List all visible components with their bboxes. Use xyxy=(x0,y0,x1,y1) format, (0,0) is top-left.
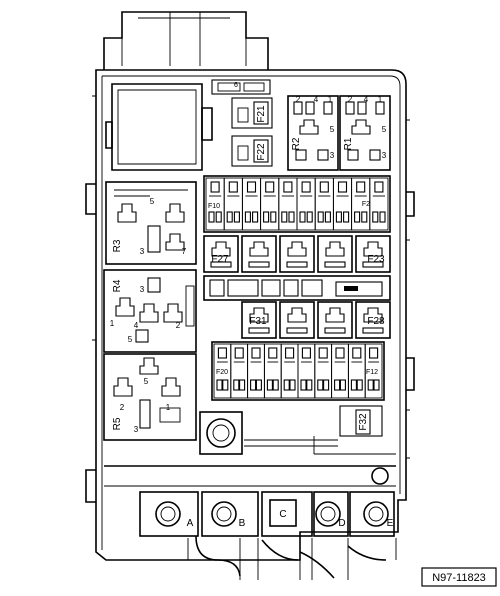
large-fuse-slot xyxy=(279,235,315,273)
large-fuse-2-slot xyxy=(241,301,277,339)
large-fuse-slot xyxy=(203,235,239,273)
upper-mini-fuse-slot xyxy=(241,177,262,231)
upper-mini-fuse-slot xyxy=(314,177,334,231)
relay-r1: R1 2 4 1 5 3 xyxy=(339,95,391,171)
fuse-row-lower: F20 F12 xyxy=(211,341,385,401)
relay-r3-pin-3: 3 xyxy=(140,247,145,256)
fuse-f10-label: F10 xyxy=(208,203,220,210)
terminal-d-label: D xyxy=(338,518,345,529)
mounting-bolt xyxy=(199,411,243,455)
relay-r3: R3 5 3 7 xyxy=(105,181,197,265)
relay-r2-pin-2: 2 xyxy=(296,95,301,104)
fuse-f27-label: F27 xyxy=(211,254,229,265)
lower-mini-fuse-slot xyxy=(297,343,316,399)
relay-r4-pin-4: 4 xyxy=(134,321,139,330)
relay-r3-pin-5: 5 xyxy=(150,197,155,206)
top-left-bracket: 6 xyxy=(105,79,271,171)
relay-r5-pin-1: 1 xyxy=(166,403,171,412)
terminal-b-label: B xyxy=(239,518,246,529)
fuse-f2-label: F2 xyxy=(362,201,370,208)
relay-r4-pin-5: 5 xyxy=(128,335,133,344)
fuse-f21-label: F21 xyxy=(256,105,267,123)
large-fuse-2-slot xyxy=(355,301,391,339)
large-fuse-slot xyxy=(355,235,391,273)
upper-mini-fuse-slot xyxy=(332,177,353,231)
relay-r3-label: R3 xyxy=(112,239,123,252)
terminal-a-label: A xyxy=(187,518,194,529)
relay-r5-pin-2: 2 xyxy=(120,403,125,412)
relay-r2-label: R2 xyxy=(291,137,302,150)
large-fuse-2-slot xyxy=(279,301,315,339)
relay-r4-pin-3: 3 xyxy=(140,285,145,294)
large-fuse-2-slot xyxy=(317,301,353,339)
fuse-row-large-2: F31 F28 xyxy=(241,301,391,339)
upper-mini-fuse-slot xyxy=(260,177,280,231)
relay-r1-pin-5: 5 xyxy=(382,125,387,134)
fuse-f12-label: F12 xyxy=(366,369,378,376)
pin-6-label: 6 xyxy=(234,82,238,89)
lower-mini-fuse-slot xyxy=(347,343,366,399)
relay-r4-pin-2: 2 xyxy=(176,321,181,330)
terminal-strip: A B C D E xyxy=(104,465,397,580)
relay-r5-pin-5: 5 xyxy=(144,377,149,386)
terminal-c-label: C xyxy=(279,509,286,520)
relay-r2-pin-3: 3 xyxy=(330,151,335,160)
large-fuse-slot xyxy=(317,235,353,273)
terminal-e-label: E xyxy=(387,518,394,529)
relay-r3-pin-7: 7 xyxy=(182,247,187,256)
fuse-f23-label: F23 xyxy=(367,254,385,265)
relay-r2-pin-4: 4 xyxy=(314,95,319,104)
relay-r4-label: R4 xyxy=(112,279,123,292)
relay-r5-label: R5 xyxy=(112,417,123,430)
small-stud xyxy=(371,467,389,485)
relay-r1-pin-3: 3 xyxy=(382,151,387,160)
lower-mini-fuse-slot xyxy=(364,343,383,399)
fuse-f32-label: F32 xyxy=(358,413,369,431)
relay-r5-pin-3: 3 xyxy=(134,425,139,434)
fuse-f28-label: F28 xyxy=(367,316,385,327)
fuse-f21-slot: F21 xyxy=(231,97,273,129)
fuse-f22-slot: F22 xyxy=(231,135,273,167)
relay-r1-pin-4: 4 xyxy=(364,95,369,104)
upper-mini-fuse-slot xyxy=(296,177,316,231)
fuse-row-upper: F10 F2 xyxy=(203,175,391,233)
relay-r2-pin-5: 5 xyxy=(330,125,335,134)
relay-r1-pin-2: 2 xyxy=(348,95,353,104)
fuse-row-large: F27 F23 xyxy=(203,235,391,273)
relay-r2-pin-1: 1 xyxy=(328,95,333,104)
upper-mini-fuse-slot xyxy=(223,177,243,231)
relay-r4-pin-1: 1 xyxy=(110,319,115,328)
lower-mini-fuse-slot xyxy=(230,343,249,399)
fuse-f20-label: F20 xyxy=(216,369,228,376)
relay-r2: R2 2 4 1 5 3 xyxy=(287,95,339,171)
lower-mini-fuse-slot xyxy=(247,343,265,399)
figure-id-box: N97-11823 xyxy=(421,567,497,587)
fuse-f31-label: F31 xyxy=(249,316,267,327)
middle-strip xyxy=(203,275,391,301)
upper-mini-fuse-slot xyxy=(369,177,389,231)
lower-mini-fuse-slot xyxy=(314,343,333,399)
large-fuse-slot xyxy=(241,235,277,273)
figure-id: N97-11823 xyxy=(432,572,486,584)
upper-mini-fuse-slot xyxy=(205,177,225,231)
busbar-lines xyxy=(244,436,396,455)
lower-mini-fuse-slot xyxy=(331,343,349,399)
relay-r1-label: R1 xyxy=(343,137,354,150)
upper-mini-fuse-slot xyxy=(278,177,298,231)
relay-r5: R5 5 2 1 3 xyxy=(103,353,197,441)
fuse-f22-label: F22 xyxy=(256,143,267,161)
lower-mini-fuse-slot xyxy=(280,343,299,399)
relay-r4: R4 3 1 4 2 5 xyxy=(103,269,197,353)
fuse-f32-slot: F32 xyxy=(339,405,383,437)
relay-r1-pin-1: 1 xyxy=(378,95,383,104)
lower-mini-fuse-slot xyxy=(263,343,282,399)
